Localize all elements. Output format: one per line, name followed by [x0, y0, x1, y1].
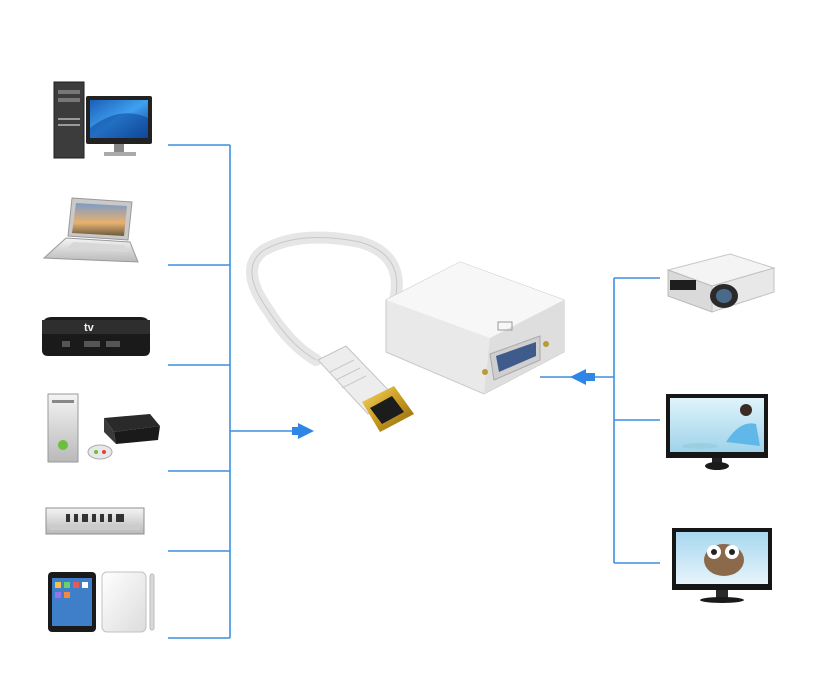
input-arrow-tail	[292, 427, 300, 435]
apple-tv-label: tv	[84, 322, 95, 334]
media-player-icon	[45, 507, 145, 535]
output-arrow-icon	[570, 369, 586, 385]
source-connector-lines	[168, 144, 300, 639]
adapter-cable	[245, 231, 403, 366]
game-consoles-icon	[47, 393, 160, 463]
hdmi-plug	[317, 345, 414, 432]
lcd-monitor-icon	[666, 394, 768, 470]
adapter-cable-edge	[251, 237, 398, 361]
vga-port	[482, 335, 549, 381]
projector-icon	[666, 253, 776, 313]
lcd-tv-icon	[672, 528, 772, 603]
laptop-icon	[42, 197, 139, 263]
desktop-pc-icon	[53, 81, 152, 159]
vga-port-symbol	[497, 321, 513, 331]
hdmi-to-vga-adapter	[245, 231, 565, 432]
tablets-icon	[48, 571, 155, 633]
set-top-box-icon: tv	[42, 317, 150, 356]
output-arrow-tail	[586, 373, 595, 381]
input-arrow-icon	[298, 423, 314, 439]
